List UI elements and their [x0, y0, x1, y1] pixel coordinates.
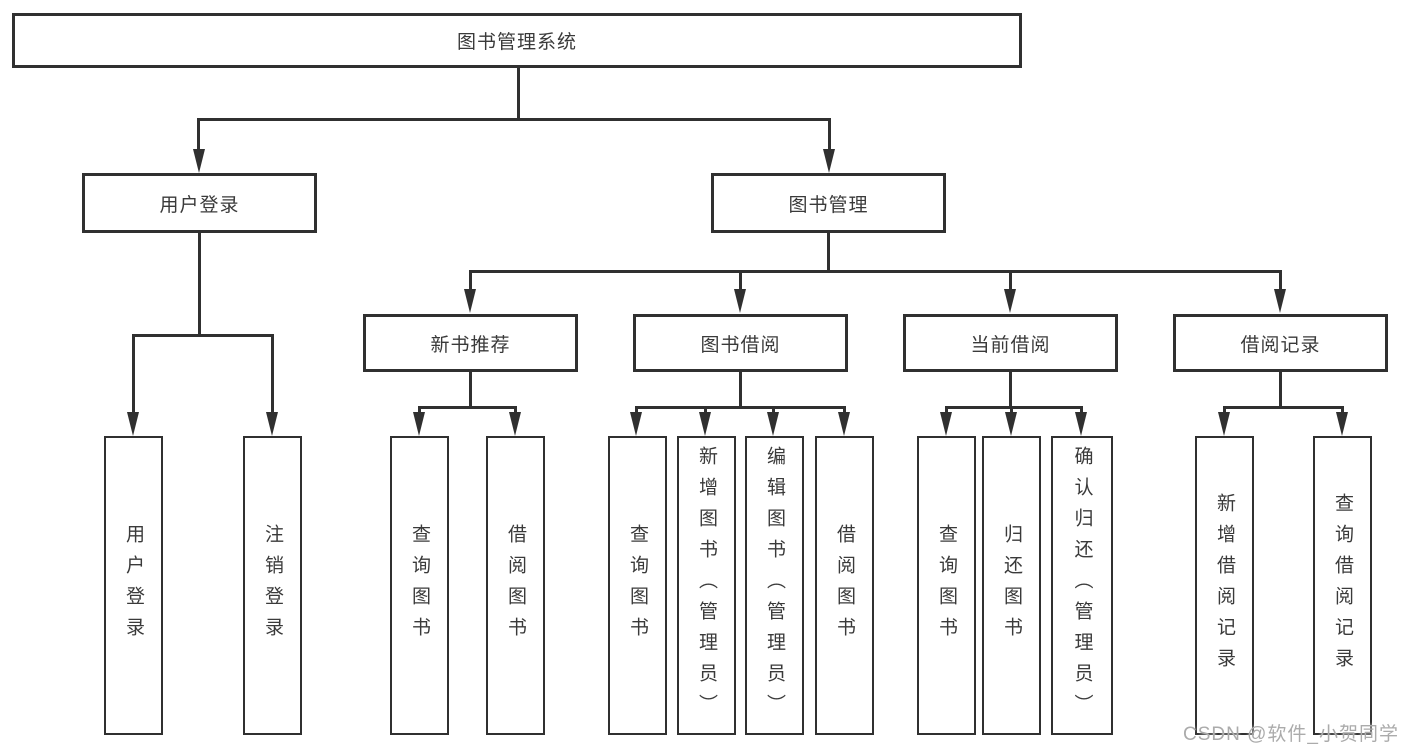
connector-vline — [271, 334, 274, 414]
leaf-add-borrow-record: 新增借阅记录 — [1195, 436, 1254, 735]
connector-hline — [132, 334, 274, 337]
connector-hline — [635, 406, 845, 409]
connector-vline — [1279, 270, 1282, 291]
arrowhead-down-icon — [509, 412, 521, 436]
node-current-borrow: 当前借阅 — [903, 314, 1118, 372]
arrowhead-down-icon — [734, 289, 746, 313]
connector-vline — [469, 372, 472, 408]
leaf-confirm-return-admin: 确认归还（管理员） — [1051, 436, 1113, 735]
leaf-logout: 注销登录 — [243, 436, 302, 735]
leaf-query-borrow-record: 查询借阅记录 — [1313, 436, 1372, 735]
leaf-label: 查询图书 — [409, 523, 430, 648]
leaf-label: 新增借阅记录 — [1214, 492, 1235, 679]
leaf-label: 新增图书（管理员） — [696, 446, 717, 725]
arrowhead-down-icon — [1005, 412, 1017, 436]
leaf-borrow-books: 借阅图书 — [815, 436, 874, 735]
arrowhead-down-icon — [1075, 412, 1087, 436]
node-label: 借阅记录 — [1240, 334, 1321, 356]
connector-vline — [1223, 406, 1226, 416]
leaf-borrow-books: 借阅图书 — [486, 436, 545, 735]
connector-vline — [1010, 406, 1013, 416]
connector-vline — [418, 406, 421, 416]
connector-vline — [469, 270, 472, 291]
connector-vline — [635, 406, 638, 416]
leaf-label: 编辑图书（管理员） — [764, 446, 785, 725]
leaf-add-books-admin: 新增图书（管理员） — [677, 436, 736, 735]
connector-vline — [517, 68, 520, 120]
node-new-book-recommend: 新书推荐 — [363, 314, 578, 372]
leaf-label: 查询图书 — [627, 523, 648, 648]
connector-vline — [1080, 406, 1083, 416]
arrowhead-down-icon — [823, 149, 835, 173]
leaf-edit-books-admin: 编辑图书（管理员） — [745, 436, 804, 735]
node-label: 图书管理系统 — [456, 32, 577, 53]
leaf-label: 归还图书 — [1001, 523, 1022, 648]
node-library-management-system: 图书管理系统 — [12, 13, 1022, 68]
connector-vline — [1009, 372, 1012, 408]
arrowhead-down-icon — [193, 149, 205, 173]
connector-hline — [418, 406, 517, 409]
connector-vline — [1341, 406, 1344, 416]
connector-vline — [739, 372, 742, 408]
arrowhead-down-icon — [1274, 289, 1286, 313]
connector-vline — [945, 406, 948, 416]
csdn-watermark: CSDN @软件_小贺同学 — [1183, 724, 1399, 745]
leaf-query-books: 查询图书 — [390, 436, 449, 735]
node-book-management: 图书管理 — [711, 173, 946, 233]
connector-vline — [197, 118, 200, 151]
leaf-query-books: 查询图书 — [608, 436, 667, 735]
leaf-label: 注销登录 — [262, 523, 283, 648]
node-label: 图书管理 — [788, 194, 869, 216]
arrowhead-down-icon — [266, 412, 278, 436]
leaf-label: 确认归还（管理员） — [1071, 446, 1093, 725]
arrowhead-down-icon — [940, 412, 952, 436]
connector-vline — [1009, 270, 1012, 291]
connector-hline — [197, 118, 831, 121]
connector-hline — [469, 270, 1282, 273]
node-label: 图书借阅 — [700, 334, 781, 356]
connector-vline — [198, 233, 201, 336]
connector-vline — [843, 406, 846, 416]
connector-vline — [772, 406, 775, 416]
connector-vline — [132, 334, 135, 414]
node-book-borrow: 图书借阅 — [633, 314, 848, 372]
arrowhead-down-icon — [127, 412, 139, 436]
leaf-label: 借阅图书 — [834, 523, 855, 648]
leaf-label: 查询借阅记录 — [1332, 492, 1353, 679]
connector-vline — [739, 270, 742, 291]
arrowhead-down-icon — [838, 412, 850, 436]
arrowhead-down-icon — [630, 412, 642, 436]
node-borrow-records: 借阅记录 — [1173, 314, 1388, 372]
arrowhead-down-icon — [1336, 412, 1348, 436]
leaf-return-books: 归还图书 — [982, 436, 1041, 735]
connector-vline — [828, 118, 831, 151]
leaf-label: 借阅图书 — [505, 523, 526, 648]
connector-vline — [704, 406, 707, 416]
connector-hline — [1223, 406, 1344, 409]
node-label: 用户登录 — [159, 194, 240, 216]
node-label: 当前借阅 — [970, 334, 1051, 356]
leaf-label: 用户登录 — [123, 523, 144, 648]
arrowhead-down-icon — [1004, 289, 1016, 313]
arrowhead-down-icon — [413, 412, 425, 436]
node-user-login: 用户登录 — [82, 173, 317, 233]
connector-vline — [827, 233, 830, 272]
arrowhead-down-icon — [1218, 412, 1230, 436]
connector-vline — [514, 406, 517, 416]
arrowhead-down-icon — [767, 412, 779, 436]
arrowhead-down-icon — [699, 412, 711, 436]
connector-hline — [945, 406, 1083, 409]
leaf-user-login: 用户登录 — [104, 436, 163, 735]
arrowhead-down-icon — [464, 289, 476, 313]
leaf-query-books: 查询图书 — [917, 436, 976, 735]
connector-vline — [1279, 372, 1282, 408]
leaf-label: 查询图书 — [936, 523, 957, 648]
node-label: 新书推荐 — [430, 334, 511, 356]
